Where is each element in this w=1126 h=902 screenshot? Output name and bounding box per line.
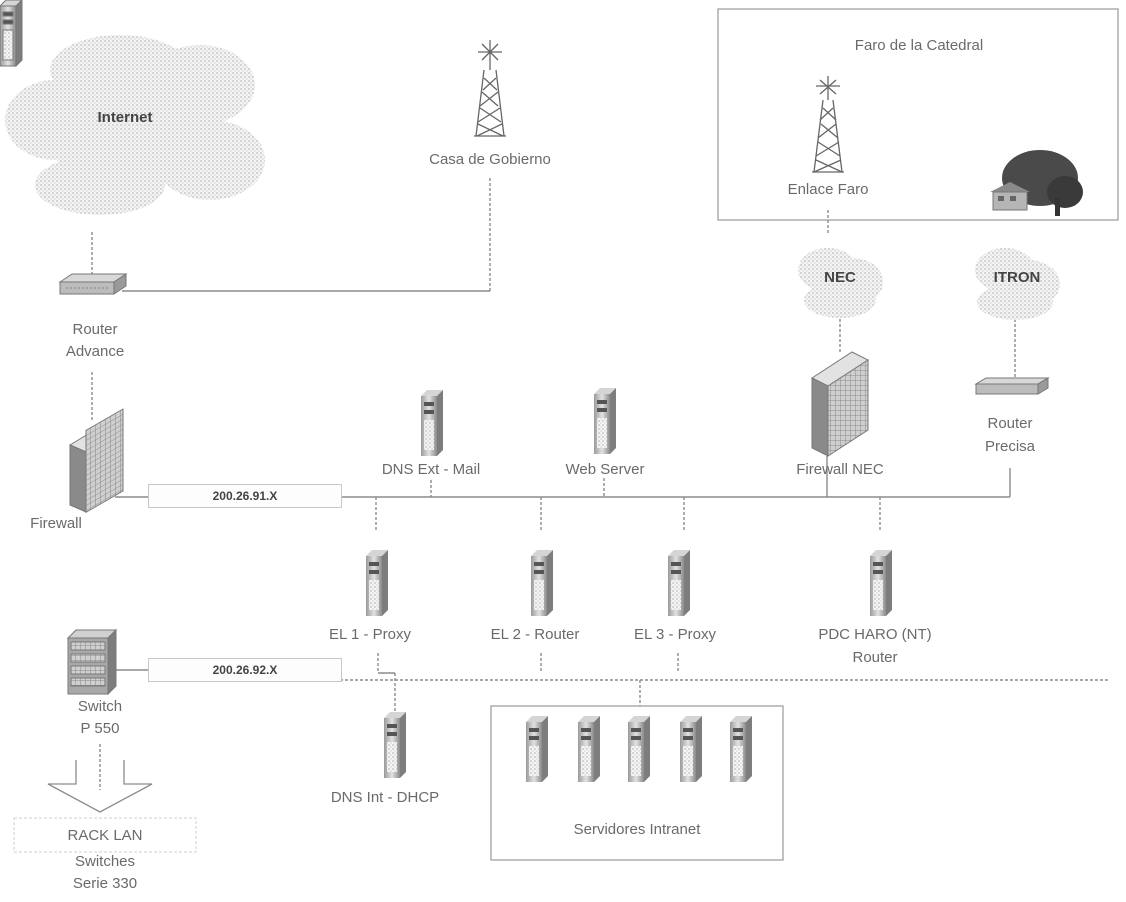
casa-gobierno-label: Casa de Gobierno (400, 150, 580, 170)
el2-router-label: EL 2 - Router (470, 625, 600, 645)
pdc-haro-label-line2: Router (780, 648, 970, 668)
el3-proxy-label: EL 3 - Proxy (610, 625, 740, 645)
intranet-server-2-icon (578, 716, 600, 782)
dns-int-label: DNS Int - DHCP (300, 788, 470, 808)
intranet-server-1-icon (526, 716, 548, 782)
web-server-icon (594, 388, 616, 454)
network-200-26-91-label: 200.26.91.X (148, 484, 342, 508)
router-advance-label-line2: Advance (40, 342, 150, 362)
intranet-box-label: Servidores Intranet (491, 820, 783, 840)
server-icons (0, 0, 22, 66)
rack-label-line1: RACK LAN (14, 826, 196, 846)
intranet-server-5-icon (730, 716, 752, 782)
firewall-left-label: Firewall (6, 514, 106, 534)
el1-server-icon (366, 550, 388, 616)
internet-label: Internet (70, 108, 180, 128)
switch-label-line1: Switch (40, 697, 160, 717)
itron-cloud-label: ITRON (982, 268, 1052, 288)
intranet-server-3-icon (628, 716, 650, 782)
router-precisa-label-line2: Precisa (960, 437, 1060, 457)
el3-server-icon (668, 550, 690, 616)
rack-label-line2: Switches (14, 852, 196, 872)
faro-box-title: Faro de la Catedral (740, 36, 1098, 56)
router-advance-label-line1: Router (40, 320, 150, 340)
el1-proxy-label: EL 1 - Proxy (305, 625, 435, 645)
pdc-server-icon (870, 550, 892, 616)
building-tree-icon (990, 150, 1083, 216)
switch-label-line2: P 550 (40, 719, 160, 739)
dns-int-server-icon (384, 712, 406, 778)
intranet-server-4-icon (680, 716, 702, 782)
faro-antenna-icon (812, 76, 844, 172)
router-precisa-label-line1: Router (960, 414, 1060, 434)
switch-p550-icon (68, 630, 116, 694)
casa-gobierno-antenna-icon (474, 40, 506, 136)
firewall-nec-label: Firewall NEC (770, 460, 910, 480)
nec-cloud-label: NEC (808, 268, 872, 288)
dns-ext-label: DNS Ext - Mail (356, 460, 506, 480)
el2-server-icon (531, 550, 553, 616)
enlace-faro-label: Enlace Faro (760, 180, 896, 200)
dns-ext-server-icon (421, 390, 443, 456)
router-precisa-icon (976, 378, 1048, 394)
web-server-label: Web Server (540, 460, 670, 480)
firewall-nec-icon (812, 352, 868, 456)
rack-label-line3: Serie 330 (14, 874, 196, 894)
router-advance-icon (60, 274, 126, 294)
pdc-haro-label-line1: PDC HARO (NT) (780, 625, 970, 645)
network-200-26-92-label: 200.26.92.X (148, 658, 342, 682)
